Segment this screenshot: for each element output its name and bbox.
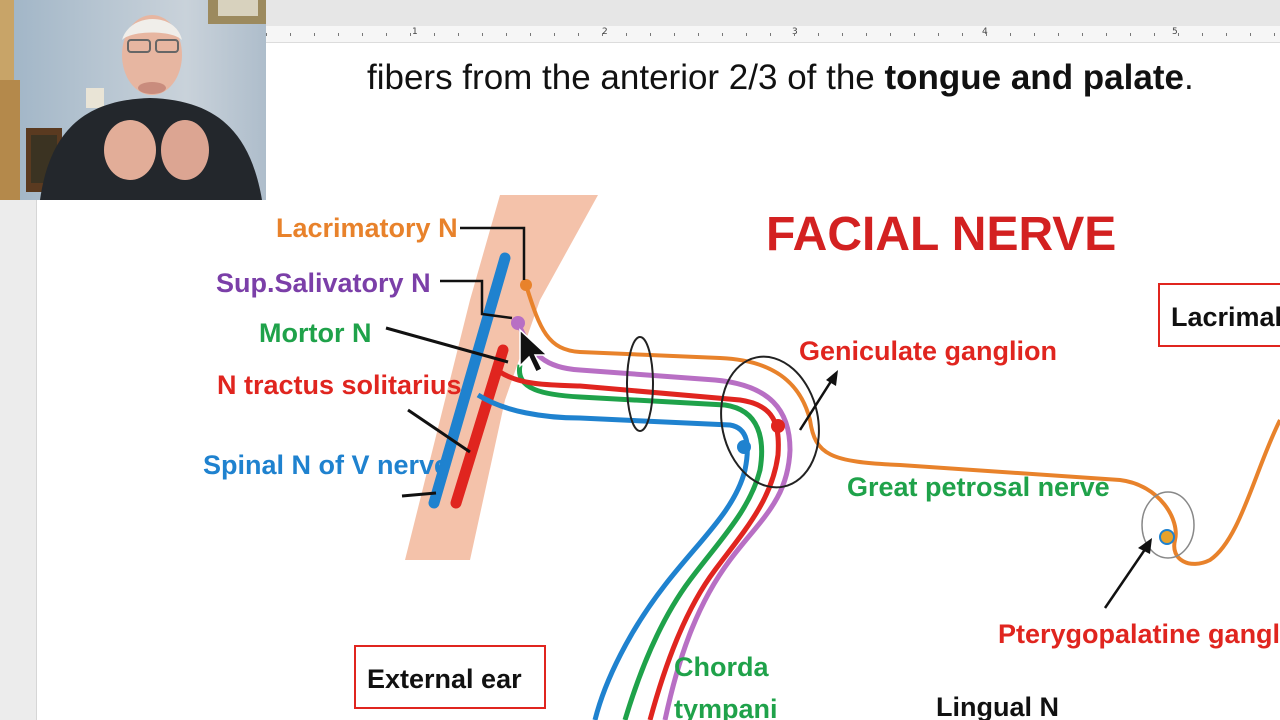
ruler-tick (962, 33, 963, 36)
ruler-tick (770, 33, 771, 36)
ruler-tick (914, 33, 915, 36)
ruler-tick (338, 33, 339, 36)
geniculate-blue-dot (737, 440, 751, 454)
purple-fiber (515, 321, 793, 720)
label-lingual: Lingual N (936, 692, 1059, 720)
ruler-tick (554, 33, 555, 36)
ruler-number-1: 1 (412, 27, 418, 37)
ruler-number-5: 5 (1172, 27, 1178, 37)
ruler-tick (1226, 33, 1227, 36)
geniculate-pointer (798, 374, 837, 431)
webcam-video[interactable] (0, 0, 266, 200)
ruler-tick (1154, 33, 1155, 36)
label-motor: Mortor N (259, 318, 371, 348)
ruler-tick (266, 33, 267, 36)
ruler-tick (722, 33, 723, 36)
ruler-tick (362, 33, 363, 36)
text-end: . (1183, 58, 1194, 97)
external-ear-box (354, 645, 546, 709)
toolbar-strip (266, 0, 1280, 26)
ruler-tick (986, 33, 987, 36)
pterygopalatine-dot (1159, 529, 1175, 545)
ruler-tick (506, 33, 507, 36)
document-text-line[interactable]: fibers from the anterior 2/3 of the tong… (367, 58, 1194, 98)
lacrimatory-pointer (460, 226, 526, 280)
text-bold: tongue and palate (884, 58, 1184, 97)
ruler-tick (1010, 33, 1011, 36)
document-left-margin (0, 200, 37, 720)
ruler-tick (818, 33, 819, 36)
label-tympani: tympani (674, 694, 778, 720)
ruler-number-3: 3 (792, 27, 798, 37)
motor-pointer (385, 326, 509, 364)
ruler-tick (482, 33, 483, 36)
ruler-tick (1106, 33, 1107, 36)
geniculate-ellipse (720, 355, 820, 489)
orange-fiber (524, 284, 1280, 566)
ruler-tick (1178, 33, 1179, 36)
salivatory-pointer (440, 279, 513, 320)
brainstem-band (405, 195, 598, 560)
ruler-tick (674, 33, 675, 36)
label-salivatory: Sup.Salivatory N (216, 268, 431, 298)
presenter-video-frame (0, 0, 266, 200)
blue-fiber (476, 392, 750, 720)
horizontal-ruler[interactable]: 1 2 3 4 5 (266, 26, 1280, 43)
lacrimal-box (1158, 283, 1280, 347)
ruler-tick (1274, 33, 1275, 36)
ruler-tick (1250, 33, 1251, 36)
ruler-tick (1130, 33, 1131, 36)
label-geniculate: Geniculate ganglion (799, 336, 1057, 366)
label-pterygopalatine: Pterygopalatine ganglio (998, 619, 1280, 649)
ruler-tick (698, 33, 699, 36)
label-lacrimatory: Lacrimatory N (276, 213, 458, 243)
spinal-pointer (401, 491, 437, 498)
label-spinal: Spinal N of V nerve (203, 450, 449, 480)
ruler-tick (530, 33, 531, 36)
label-chorda: Chorda (674, 652, 769, 682)
geniculate-pointer-head (826, 370, 838, 386)
ruler-tick (314, 33, 315, 36)
ruler-tick (1058, 33, 1059, 36)
label-solitarius: N tractus solitarius (217, 370, 462, 400)
ruler-tick (938, 33, 939, 36)
ruler-tick (1034, 33, 1035, 36)
label-petrosal: Great petrosal nerve (847, 472, 1110, 502)
geniculate-red-dot (771, 419, 785, 433)
solitarius-pointer (407, 408, 471, 454)
ruler-tick (434, 33, 435, 36)
ruler-tick (746, 33, 747, 36)
solitarius-nucleus-column (450, 344, 509, 509)
text-normal: fibers from the anterior 2/3 of the (367, 58, 885, 97)
mouse-cursor-icon (519, 328, 549, 374)
facial-canal-ellipse (626, 336, 654, 432)
ruler-tick (1082, 33, 1083, 36)
ruler-tick (890, 33, 891, 36)
red-fiber (498, 369, 781, 720)
pterygopalatine-pointer-head (1138, 538, 1152, 554)
ruler-tick (578, 33, 579, 36)
pterygopalatine-pointer (1103, 544, 1150, 609)
spinal-nucleus-column (428, 252, 511, 509)
ruler-tick (602, 33, 603, 36)
pterygopalatine-ellipse (1141, 491, 1195, 559)
ruler-tick (794, 33, 795, 36)
ruler-tick (866, 33, 867, 36)
green-fiber (517, 364, 765, 720)
diagram-title: FACIAL NERVE (766, 208, 1116, 261)
ruler-tick (410, 33, 411, 36)
ruler-tick (290, 33, 291, 36)
ruler-number-4: 4 (982, 27, 988, 37)
ruler-tick (650, 33, 651, 36)
ruler-tick (458, 33, 459, 36)
ruler-tick (386, 33, 387, 36)
ruler-tick (1202, 33, 1203, 36)
lacrimal-label: Lacrimal (1171, 302, 1280, 332)
external-ear-label: External ear (367, 664, 522, 694)
ruler-tick (626, 33, 627, 36)
ruler-tick (842, 33, 843, 36)
ruler-number-2: 2 (602, 27, 608, 37)
